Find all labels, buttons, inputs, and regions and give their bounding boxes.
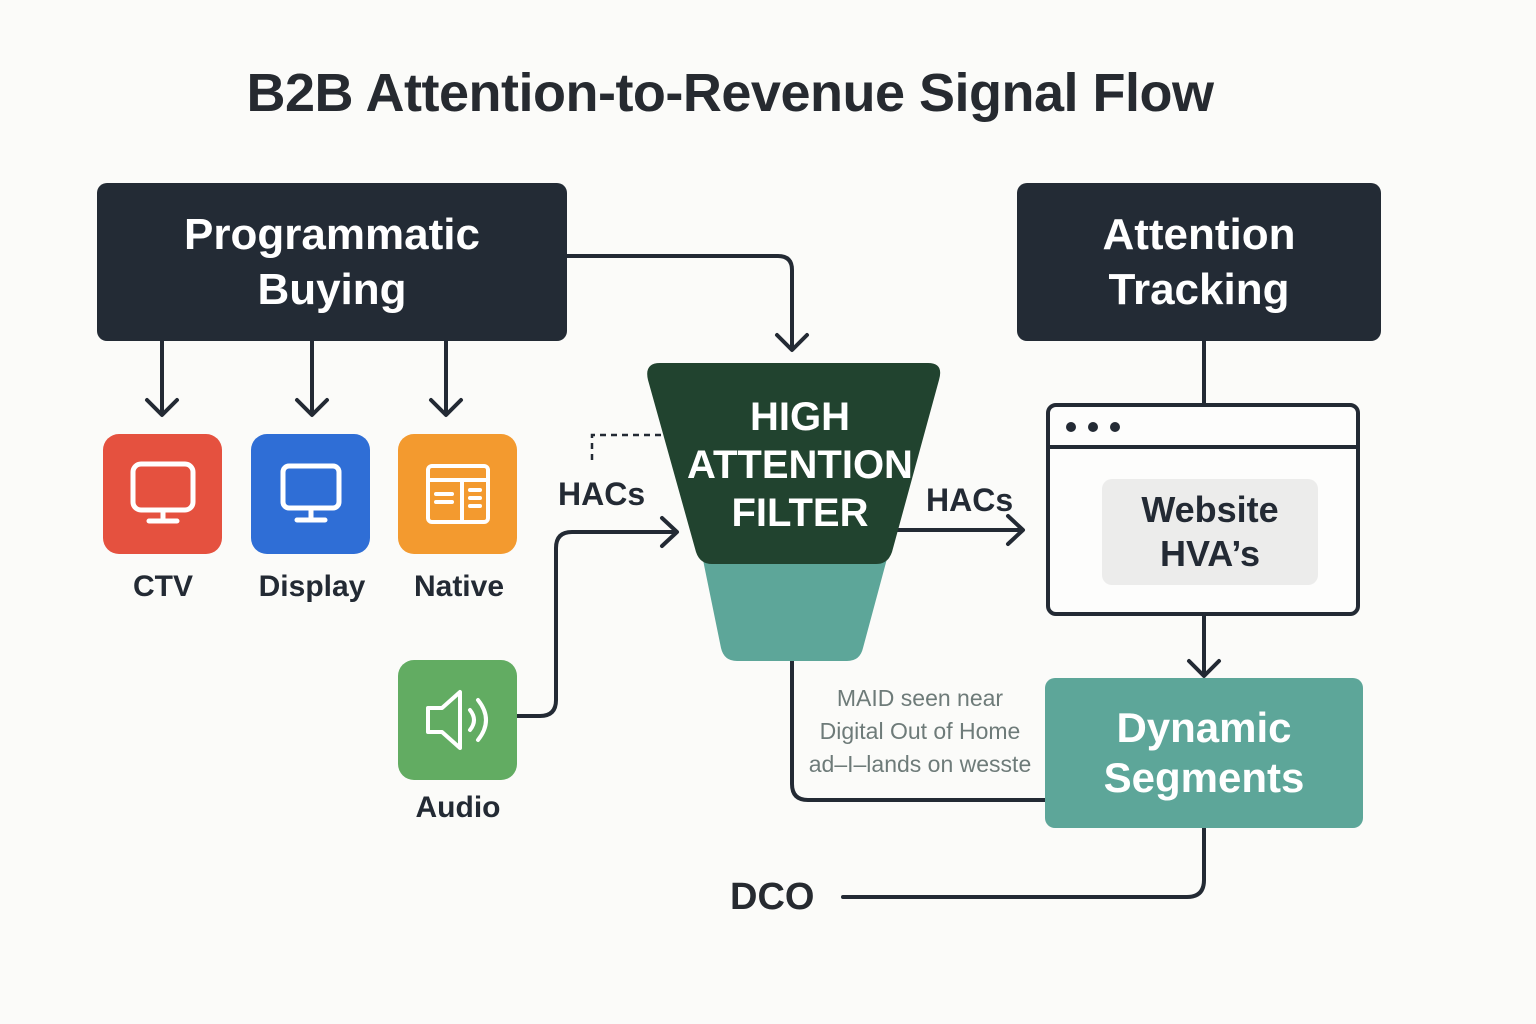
diagram-title: B2B Attention-to-Revenue Signal Flow bbox=[246, 63, 1215, 123]
ctv-tile bbox=[103, 434, 222, 554]
node-label: Buying bbox=[257, 265, 407, 314]
maid-annotation: MAID seen near Digital Out of Home ad–I–… bbox=[800, 682, 1040, 781]
node-label: Attention bbox=[1102, 210, 1296, 259]
dashed-connector bbox=[590, 433, 662, 460]
node-label: FILTER bbox=[731, 491, 869, 535]
line-segments-to-dco bbox=[841, 826, 1206, 899]
tv-icon bbox=[130, 461, 195, 524]
node-label: Dynamic bbox=[1116, 704, 1292, 751]
annotation-line: MAID seen near bbox=[836, 685, 1004, 711]
browser-title-bar bbox=[1050, 407, 1356, 449]
audio-tile bbox=[398, 660, 517, 780]
hacs-output-label: HACs bbox=[926, 482, 1014, 518]
monitor-icon bbox=[280, 463, 341, 523]
filter-funnel-bottom bbox=[702, 555, 888, 661]
display-label: Display bbox=[258, 570, 366, 603]
audio-label: Audio bbox=[415, 791, 501, 824]
window-dot-icon bbox=[1110, 422, 1120, 432]
arrow-to-display bbox=[295, 339, 329, 417]
high-attention-filter-node: HIGH ATTENTION FILTER bbox=[680, 393, 920, 537]
node-label: HIGH bbox=[750, 395, 850, 439]
arrow-to-ctv bbox=[145, 339, 179, 417]
arrow-prog-to-filter bbox=[565, 254, 809, 352]
dco-node: DCO bbox=[730, 876, 815, 918]
node-label: ATTENTION bbox=[687, 443, 913, 487]
speaker-icon bbox=[425, 690, 488, 750]
arrow-website-to-segments bbox=[1187, 614, 1221, 678]
node-label: Segments bbox=[1103, 754, 1305, 801]
native-label: Native bbox=[413, 570, 505, 603]
arrow-to-native bbox=[429, 339, 463, 417]
node-label: Tracking bbox=[1108, 265, 1290, 314]
hacs-input-label: HACs bbox=[558, 476, 646, 512]
window-dot-icon bbox=[1066, 422, 1076, 432]
window-dot-icon bbox=[1088, 422, 1098, 432]
display-tile bbox=[251, 434, 370, 554]
ctv-label: CTV bbox=[133, 570, 193, 603]
node-label: Website bbox=[1141, 489, 1279, 530]
arrow-audio-to-filter bbox=[514, 516, 679, 718]
node-label: Programmatic bbox=[184, 210, 480, 259]
native-tile bbox=[398, 434, 517, 554]
annotation-line: Digital Out of Home bbox=[819, 718, 1021, 744]
layout-icon bbox=[425, 464, 490, 524]
annotation-line: ad–I–lands on wesste bbox=[808, 751, 1032, 777]
node-label: HVA’s bbox=[1159, 533, 1261, 574]
